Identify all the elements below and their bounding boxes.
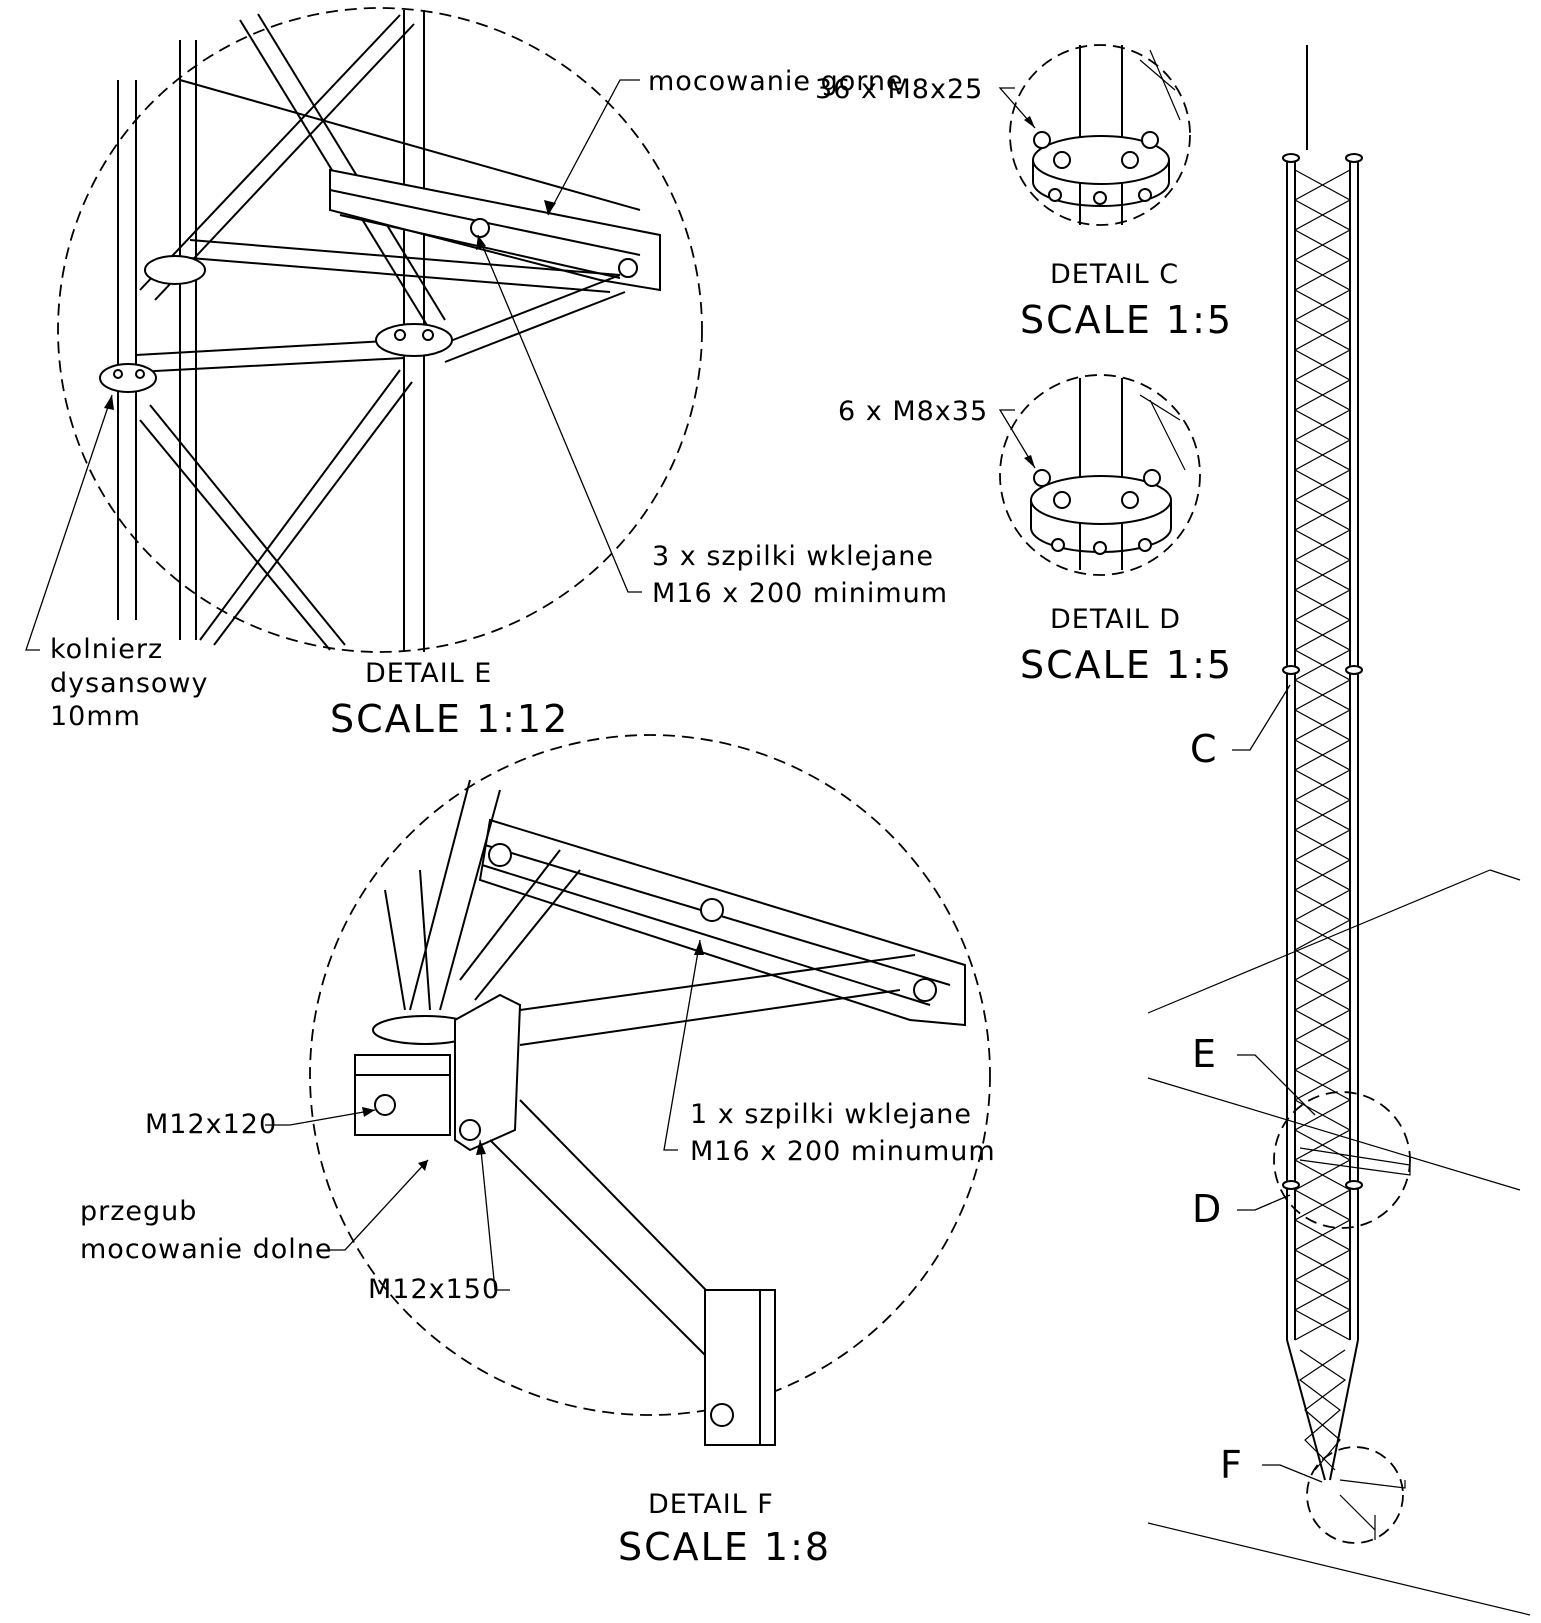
detail-c-structure: [1032, 45, 1181, 225]
callout-e-leader: [1237, 1054, 1316, 1116]
label-kolnierz-line3: 10mm: [50, 701, 141, 732]
label-szpilki-e-line2: M16 x 200 minimum: [652, 578, 948, 609]
callout-c-leader: [1232, 684, 1291, 751]
detail-e-structure: [99, 10, 661, 652]
detail-d-title: DETAIL D: [1050, 604, 1181, 635]
leader-szpilki-f: [663, 939, 701, 1151]
detail-d: 6 x M8x35 DETAIL D SCALE 1:5: [838, 374, 1233, 687]
detail-f-scale: SCALE 1:8: [618, 1525, 831, 1569]
label-przegub-line1: przegub: [80, 1196, 197, 1227]
label-kolnierz-line2: dysansowy: [50, 668, 209, 699]
detail-c: 36 x M8x25 DETAIL C SCALE 1:5: [815, 44, 1233, 342]
label-m12x150: M12x150: [368, 1274, 500, 1305]
detail-d-structure: [1030, 378, 1186, 570]
label-m12x120: M12x120: [145, 1109, 277, 1140]
callout-e-label: E: [1192, 1032, 1216, 1076]
label-bolts-c: 36 x M8x25: [815, 74, 983, 105]
leader-kolnierz: [25, 394, 113, 651]
callout-c-label: C: [1190, 727, 1217, 771]
detail-d-boundary: [999, 374, 1201, 576]
leader-szpilki-e: [477, 234, 642, 593]
leader-mocowanie-gorne: [547, 79, 640, 216]
detail-e-marker-circle: [1273, 1091, 1411, 1229]
leader-bolts-d: [998, 409, 1036, 469]
label-bolts-d: 6 x M8x35: [838, 396, 988, 427]
leader-m12x150: [479, 1139, 510, 1291]
detail-e: mocowanie gorne 3 x szpilki wklejane M16…: [25, 7, 948, 741]
label-przegub-line2: mocowanie dolne: [80, 1234, 333, 1265]
label-szpilki-e-line1: 3 x szpilki wklejane: [652, 541, 934, 572]
leader-przegub: [318, 1159, 429, 1251]
label-kolnierz-line1: kolnierz: [50, 634, 163, 665]
detail-e-title: DETAIL E: [365, 658, 492, 689]
detail-c-title: DETAIL C: [1050, 259, 1179, 290]
detail-f-title: DETAIL F: [648, 1489, 774, 1520]
detail-e-scale: SCALE 1:12: [330, 697, 569, 741]
mast-overview: C E D F: [1147, 45, 1531, 1616]
leader-bolts-c: [998, 87, 1036, 129]
mast-truss: [1282, 153, 1363, 1481]
detail-c-boundary: [1009, 44, 1191, 226]
label-szpilki-f-line2: M16 x 200 minumum: [690, 1136, 996, 1167]
label-szpilki-f-line1: 1 x szpilki wklejane: [690, 1099, 972, 1130]
detail-c-scale: SCALE 1:5: [1020, 298, 1233, 342]
detail-f-boundary: [309, 734, 991, 1416]
callout-f-leader: [1262, 1464, 1323, 1483]
detail-f-structure: [354, 779, 966, 1446]
callout-d-leader: [1237, 1194, 1291, 1211]
detail-f: 1 x szpilki wklejane M16 x 200 minumum M…: [80, 734, 996, 1569]
detail-e-boundary: [57, 7, 703, 653]
leader-m12x120: [265, 1109, 376, 1126]
label-mocowanie-gorne: mocowanie gorne: [648, 66, 904, 97]
detail-d-scale: SCALE 1:5: [1020, 643, 1233, 687]
detail-f-marker-circle: [1306, 1446, 1404, 1544]
callout-f-label: F: [1220, 1443, 1242, 1487]
callout-d-label: D: [1192, 1187, 1221, 1231]
